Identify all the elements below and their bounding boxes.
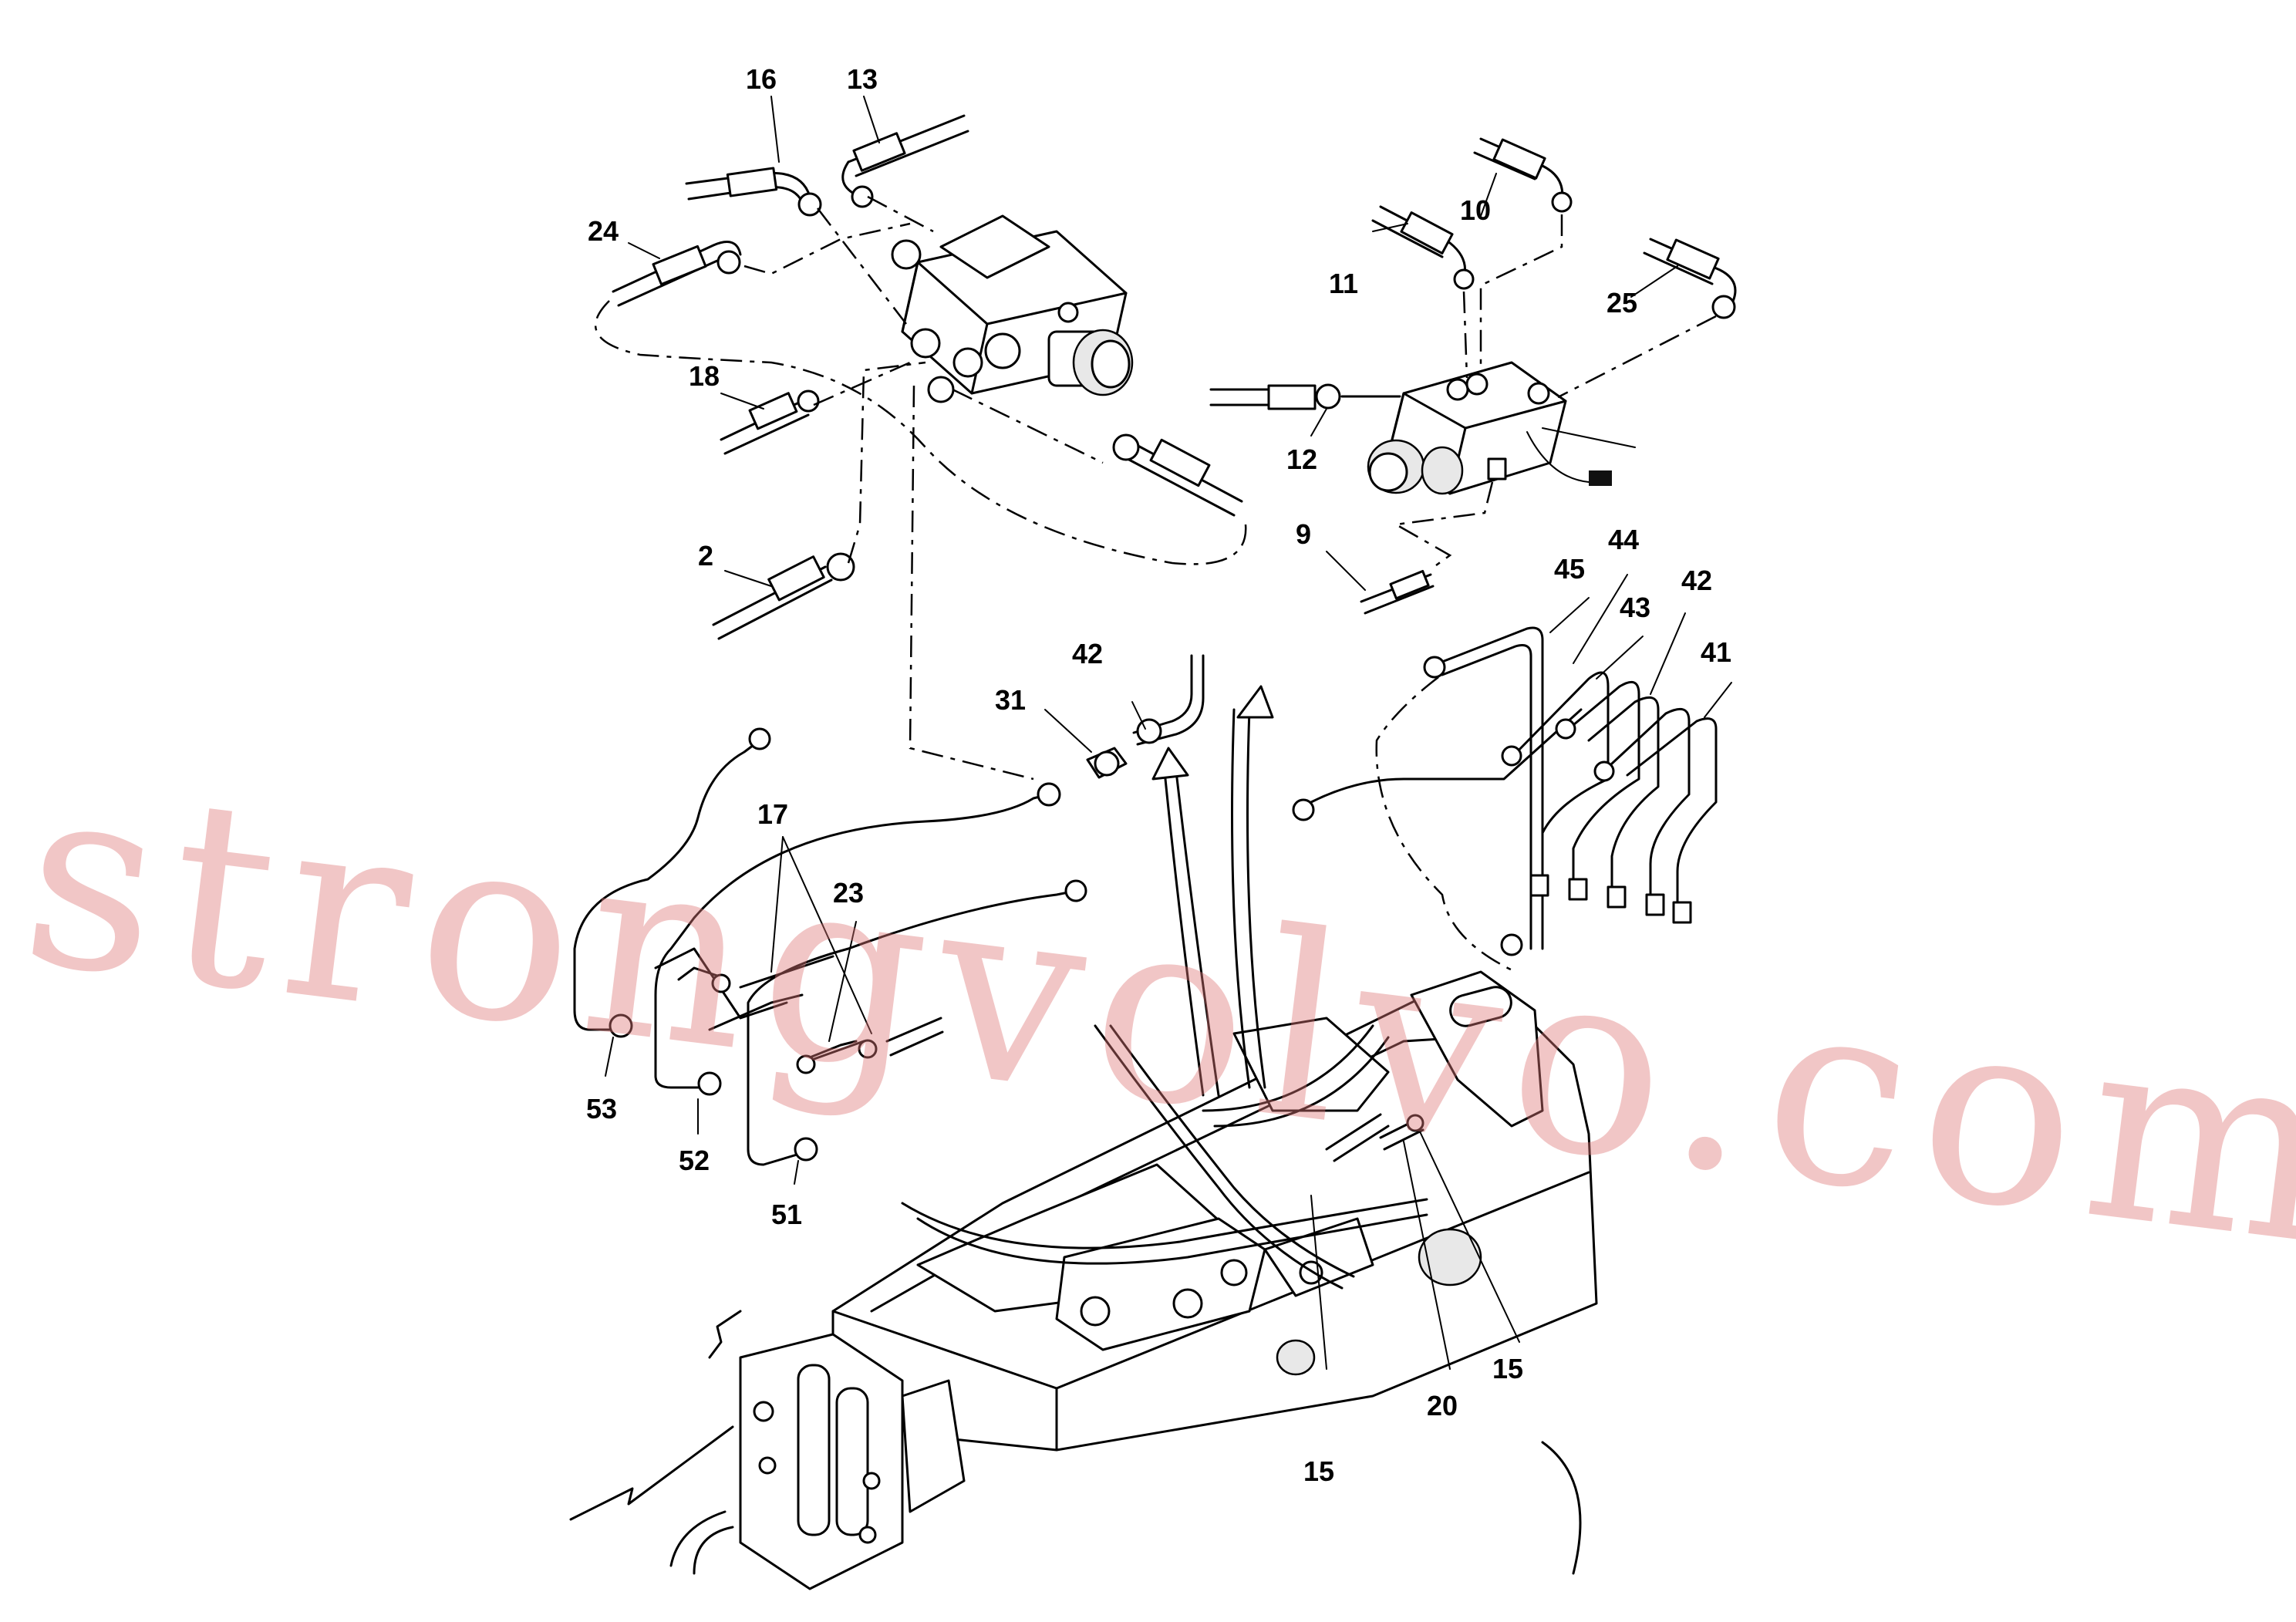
part-labels: 16 13 24 18 2 10 11 25 12 9 45 44 43 42 … xyxy=(586,63,1731,1487)
label-15-bottom: 15 xyxy=(1303,1455,1334,1487)
label-53: 53 xyxy=(586,1093,617,1125)
label-17: 17 xyxy=(757,798,788,830)
label-42-right: 42 xyxy=(1681,565,1712,596)
label-25: 25 xyxy=(1607,287,1637,319)
hoses-left-valve xyxy=(612,114,1243,640)
label-9: 9 xyxy=(1296,518,1311,550)
control-valve-right xyxy=(1209,137,1737,615)
label-2: 2 xyxy=(698,540,713,572)
label-16: 16 xyxy=(746,63,777,95)
label-15-right: 15 xyxy=(1492,1353,1523,1384)
control-valve-left xyxy=(891,214,1134,403)
label-20: 20 xyxy=(1427,1390,1458,1421)
label-13: 13 xyxy=(847,63,878,95)
label-12: 12 xyxy=(1286,443,1317,475)
label-43: 43 xyxy=(1620,592,1650,623)
label-18: 18 xyxy=(689,360,720,392)
label-31: 31 xyxy=(995,684,1026,716)
label-41: 41 xyxy=(1701,636,1731,668)
label-51: 51 xyxy=(771,1199,802,1230)
machine-base xyxy=(569,685,1598,1590)
label-10: 10 xyxy=(1460,194,1491,226)
connection-lines-left xyxy=(594,195,1247,781)
tube-bundle-left xyxy=(573,654,1205,1166)
label-52: 52 xyxy=(679,1145,710,1176)
label-45: 45 xyxy=(1554,553,1585,585)
label-42-mid: 42 xyxy=(1072,638,1103,669)
label-11: 11 xyxy=(1329,268,1358,299)
tube-bundle-right xyxy=(1292,626,1718,973)
label-44: 44 xyxy=(1608,524,1639,555)
label-23: 23 xyxy=(833,877,864,909)
leader-lines xyxy=(605,96,1732,1370)
label-24: 24 xyxy=(588,215,619,247)
